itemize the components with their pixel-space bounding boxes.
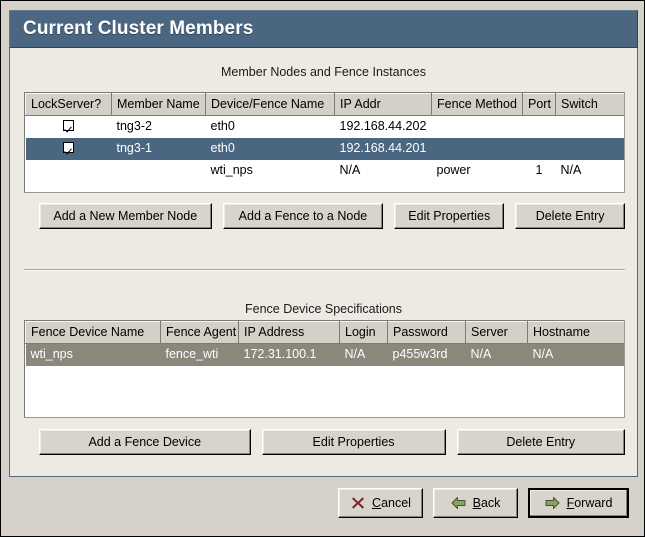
button-label: Delete Entry xyxy=(535,209,605,223)
table-row[interactable]: wti_nps N/A power 1 N/A xyxy=(26,160,625,182)
column-header-member-name[interactable]: Member Name xyxy=(111,93,206,116)
footer-button-group: Cancel Back Forward xyxy=(338,488,629,518)
window-title: Current Cluster Members xyxy=(23,18,254,39)
column-header-fence-method[interactable]: Fence Method xyxy=(431,93,523,116)
cell-login: N/A xyxy=(339,343,388,366)
cell-device-fence-name: wti_nps xyxy=(210,163,253,177)
section-separator xyxy=(24,269,625,271)
back-label-rest: ack xyxy=(480,496,501,510)
column-header-switch[interactable]: Switch xyxy=(555,93,624,116)
column-header-fence-agent[interactable]: Fence Agent xyxy=(160,321,239,344)
cell-device-fence-name: eth0 xyxy=(210,119,235,134)
table-row[interactable]: tng3-2 eth0 192.168.44.202 xyxy=(26,116,625,138)
cancel-button[interactable]: Cancel xyxy=(338,488,423,518)
column-header-device-fence-name[interactable]: Device/Fence Name xyxy=(205,93,335,116)
cell-fence-method: power xyxy=(436,163,471,177)
button-label: Edit Properties xyxy=(408,209,491,223)
column-header-lockserver[interactable]: LockServer? xyxy=(25,93,112,116)
arrow-left-icon xyxy=(451,496,466,511)
cell-ip-addr: 192.168.44.201 xyxy=(334,137,432,160)
member-button-row: Add a New Member Node Add a Fence to a No… xyxy=(39,203,626,229)
add-a-fence-to-a-node-button[interactable]: Add a Fence to a Node xyxy=(222,203,384,229)
cell-lockserver xyxy=(26,116,112,138)
cell-device-fence-name: eth0 xyxy=(205,137,335,160)
cell-lockserver xyxy=(25,137,112,160)
delete-entry-button[interactable]: Delete Entry xyxy=(515,203,626,229)
button-label: Edit Properties xyxy=(312,435,395,449)
member-section-title: Member Nodes and Fence Instances xyxy=(221,65,426,79)
edit-properties-button[interactable]: Edit Properties xyxy=(394,203,505,229)
cell-hostname: N/A xyxy=(527,343,624,366)
back-mnemonic: B xyxy=(472,496,481,510)
forward-label-rest: orward xyxy=(574,496,613,510)
fence-section-title: Fence Device Specifications xyxy=(244,302,403,316)
cell-switch xyxy=(556,116,625,138)
cell-fence-agent: fence_wti xyxy=(160,343,239,366)
titlebar: Current Cluster Members xyxy=(9,10,638,48)
cell-port xyxy=(522,137,556,160)
content-panel: Member Nodes and Fence Instances LockSer… xyxy=(9,48,638,477)
cell-member-name xyxy=(112,160,206,182)
cell-lockserver xyxy=(26,160,112,182)
add-a-fence-device-button[interactable]: Add a Fence Device xyxy=(39,429,251,455)
column-header-fence-device-name[interactable]: Fence Device Name xyxy=(25,321,161,344)
cell-ip-addr: 192.168.44.202 xyxy=(339,119,427,134)
cell-password: p455w3rd xyxy=(387,343,466,366)
cell-server: N/A xyxy=(465,343,528,366)
column-header-server[interactable]: Server xyxy=(465,321,528,344)
checkbox-checked-icon[interactable] xyxy=(63,142,74,153)
button-label: Add a Fence Device xyxy=(88,435,202,449)
cell-switch xyxy=(555,137,624,160)
forward-mnemonic: F xyxy=(566,496,575,510)
forward-button[interactable]: Forward xyxy=(528,488,629,518)
button-label: Add a New Member Node xyxy=(53,209,198,223)
column-header-hostname[interactable]: Hostname xyxy=(527,321,624,344)
cell-fence-method xyxy=(431,137,523,160)
edit-properties-button[interactable]: Edit Properties xyxy=(261,429,446,455)
checkbox-checked-icon[interactable] xyxy=(63,120,74,132)
cell-ip-addr: N/A xyxy=(339,163,361,177)
button-label: Delete Entry xyxy=(506,435,576,449)
cancel-label-rest: ancel xyxy=(381,496,411,510)
cell-fence-method xyxy=(432,116,523,138)
cell-switch: N/A xyxy=(560,163,582,177)
column-header-ip-address[interactable]: IP Address xyxy=(238,321,340,344)
cell-ip-address: 172.31.100.1 xyxy=(238,343,340,366)
arrow-right-icon xyxy=(545,496,560,511)
column-header-password[interactable]: Password xyxy=(387,321,466,344)
delete-entry-button[interactable]: Delete Entry xyxy=(456,429,625,455)
cancel-x-icon xyxy=(350,496,365,511)
back-button[interactable]: Back xyxy=(433,488,518,518)
back-label: Back xyxy=(473,496,501,510)
column-header-ip-addr[interactable]: IP Addr xyxy=(334,93,432,116)
column-header-port[interactable]: Port xyxy=(522,93,556,116)
fence-button-row: Add a Fence Device Edit Properties Delete … xyxy=(39,429,625,455)
cell-port: 1 xyxy=(535,163,543,177)
footer-bar: Cancel Back Forward xyxy=(9,477,638,529)
forward-label: Forward xyxy=(567,496,613,510)
cancel-mnemonic: C xyxy=(372,496,382,510)
cell-fence-device-name: wti_nps xyxy=(25,343,161,366)
cell-member-name: tng3-1 xyxy=(111,137,206,160)
column-header-login[interactable]: Login xyxy=(339,321,388,344)
cell-port xyxy=(523,116,556,138)
cell-member-name: tng3-2 xyxy=(116,119,152,134)
cancel-label: Cancel xyxy=(372,496,411,510)
add-a-new-member-node-button[interactable]: Add a New Member Node xyxy=(39,203,212,229)
button-label: Add a Fence to a Node xyxy=(238,209,368,223)
